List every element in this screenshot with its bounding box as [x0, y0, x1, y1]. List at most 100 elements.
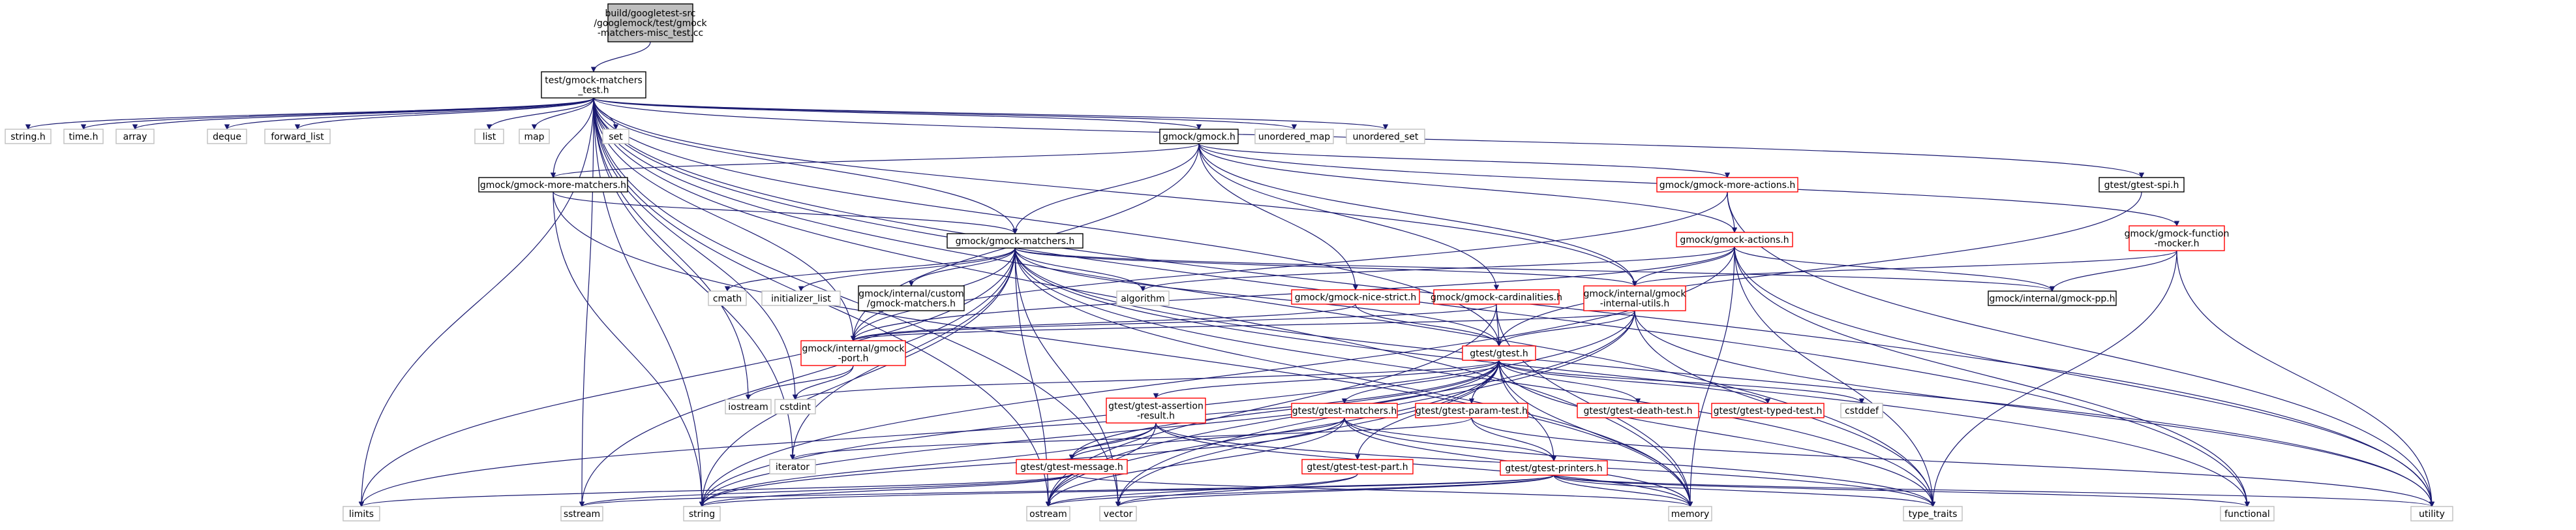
edge-gmm-to-memory [553, 191, 1693, 507]
edge-gpr-to-string [699, 475, 1554, 507]
edge-gmatch-to-pp [1014, 247, 2055, 292]
edge-nice-to-gtest_h [1355, 304, 1502, 347]
node-mt[interactable]: test/gmock-matchers_test.h [541, 71, 646, 99]
edge-mt-to-iutils [593, 97, 1638, 287]
edge-gtest_h-to-gar [1153, 360, 1500, 399]
node-gtest-h[interactable]: gtest/gtest.h [1462, 345, 1536, 361]
node-label: -port.h [838, 354, 868, 364]
node-gpt[interactable]: gtest/gtest-param-test.h [1415, 403, 1528, 418]
node-label: gtest/gtest-assertion [1108, 401, 1204, 412]
edge-gmatch-to-iutils [1014, 247, 1637, 287]
node-vector: vector [1099, 506, 1137, 522]
node-map: map [519, 129, 550, 144]
edge-gpt-to-gpr [1471, 417, 1557, 461]
node-label: limits [349, 509, 374, 520]
edge-gtest_h-to-vector [1115, 360, 1500, 507]
edge-gmatch-to-string [699, 247, 1016, 507]
node-gma[interactable]: gmock/gmock-more-actions.h [1656, 177, 1798, 193]
node-cmath: cmath [708, 290, 747, 306]
edge-gmsg-to-limits [359, 473, 1072, 507]
edge-gtest_h-to-gtm [1341, 360, 1500, 404]
edge-gpt-to-utility [1471, 417, 2435, 507]
node-label: gtest/gtest-printers.h [1505, 463, 1602, 474]
node-label: algorithm [1121, 294, 1165, 304]
node-box [1676, 232, 1793, 247]
edge-gtest_h-to-limits [358, 360, 1500, 507]
node-gmock-h[interactable]: gmock/gmock.h [1159, 129, 1239, 144]
node-box [1346, 129, 1425, 144]
node-set: set [602, 129, 629, 144]
node-box [1988, 290, 2117, 306]
node-box [769, 459, 816, 475]
node-box [1583, 285, 1686, 311]
node-box [858, 285, 965, 311]
edge-gmatch-to-utility [1014, 247, 2435, 507]
node-box [1711, 403, 1825, 418]
node-box [761, 290, 841, 306]
node-label: gtest/gtest-spi.h [2104, 180, 2179, 191]
node-label: gmock/internal/gmock [802, 344, 905, 354]
node-iutils[interactable]: gmock/internal/gmock-internal-utils.h [1583, 285, 1687, 311]
node-box [1301, 459, 1414, 475]
node-gtp[interactable]: gtest/gtest-test-part.h [1301, 459, 1414, 475]
node-uset: unordered_set [1346, 129, 1425, 144]
node-gmm[interactable]: gmock/gmock-more-matchers.h [478, 177, 628, 193]
node-gar[interactable]: gtest/gtest-assertion-result.h [1106, 398, 1206, 424]
edge-gtm-to-ostream [1045, 417, 1345, 507]
node-box [1291, 403, 1398, 418]
node-gport[interactable]: gmock/internal/gmock-port.h [800, 340, 906, 366]
node-box [1433, 289, 1560, 305]
edge-gfm-to-iutils [1632, 250, 2177, 287]
node-box [602, 129, 629, 144]
node-label: gmock/internal/custom [858, 289, 964, 300]
edge-gar-to-memory [1155, 422, 1693, 507]
node-box [519, 129, 550, 144]
node-box [1026, 506, 1070, 522]
node-label: ostream [1029, 509, 1067, 520]
node-box [1016, 459, 1128, 475]
node-gmsg[interactable]: gtest/gtest-message.h [1016, 459, 1128, 475]
node-box [2410, 506, 2453, 522]
node-gdt[interactable]: gtest/gtest-death-test.h [1577, 403, 1699, 418]
node-label: string.h [10, 132, 46, 142]
node-card[interactable]: gmock/gmock-cardinalities.h [1431, 289, 1562, 305]
node-pp[interactable]: gmock/internal/gmock-pp.h [1988, 290, 2117, 306]
edge-gtest_h-to-gmsg [1068, 360, 1500, 460]
edge-gact-to-pp [1734, 246, 2055, 292]
edge-gport-to-iostream [745, 365, 854, 400]
node-gfm[interactable]: gmock/gmock-function-mocker.h [2125, 225, 2230, 251]
node-nice[interactable]: gmock/gmock-nice-strict.h [1291, 289, 1420, 305]
node-gtm[interactable]: gtest/gtest-matchers.h [1291, 403, 1398, 418]
edge-gpt-to-iterator [790, 417, 1472, 460]
edge-mt-to-limits [358, 97, 594, 507]
edge-gact-to-iutils [1631, 246, 1735, 287]
node-box [1577, 403, 1699, 418]
node-label: unordered_set [1353, 132, 1419, 142]
node-gpr[interactable]: gtest/gtest-printers.h [1500, 460, 1608, 476]
edge-mt-to-deque [224, 97, 594, 130]
node-gact[interactable]: gmock/gmock-actions.h [1676, 232, 1793, 247]
node-label: cstddef [1845, 406, 1879, 416]
edge-iutils-to-gtest_h [1496, 310, 1635, 347]
node-box [264, 129, 331, 144]
edge-gmock_h-to-gma [1198, 143, 1730, 178]
node-label: -result.h [1137, 411, 1175, 422]
edge-gma-to-utility [1727, 191, 2435, 507]
node-box [1668, 506, 1712, 522]
node-gtt[interactable]: gtest/gtest-typed-test.h [1711, 403, 1825, 418]
edge-gtp-to-vector [1115, 473, 1358, 507]
node-box [1291, 289, 1420, 305]
node-gmatch[interactable]: gmock/gmock-matchers.h [947, 233, 1083, 249]
node-box [683, 506, 721, 522]
edge-gfm-to-pp [2049, 250, 2177, 292]
node-box [1159, 129, 1239, 144]
edge-mt-to-gmm [550, 97, 594, 178]
node-label: iostream [728, 402, 768, 413]
node-iterator: iterator [769, 459, 816, 475]
node-label: set [609, 132, 623, 142]
node-label: gtest/gtest-matchers.h [1292, 406, 1397, 416]
node-label: gtest/gtest-typed-test.h [1714, 406, 1823, 416]
edge-gmatch-to-cmath [724, 247, 1016, 292]
node-gspi[interactable]: gtest/gtest-spi.h [2099, 177, 2185, 193]
node-custom[interactable]: gmock/internal/custom/gmock-matchers.h [858, 285, 965, 311]
